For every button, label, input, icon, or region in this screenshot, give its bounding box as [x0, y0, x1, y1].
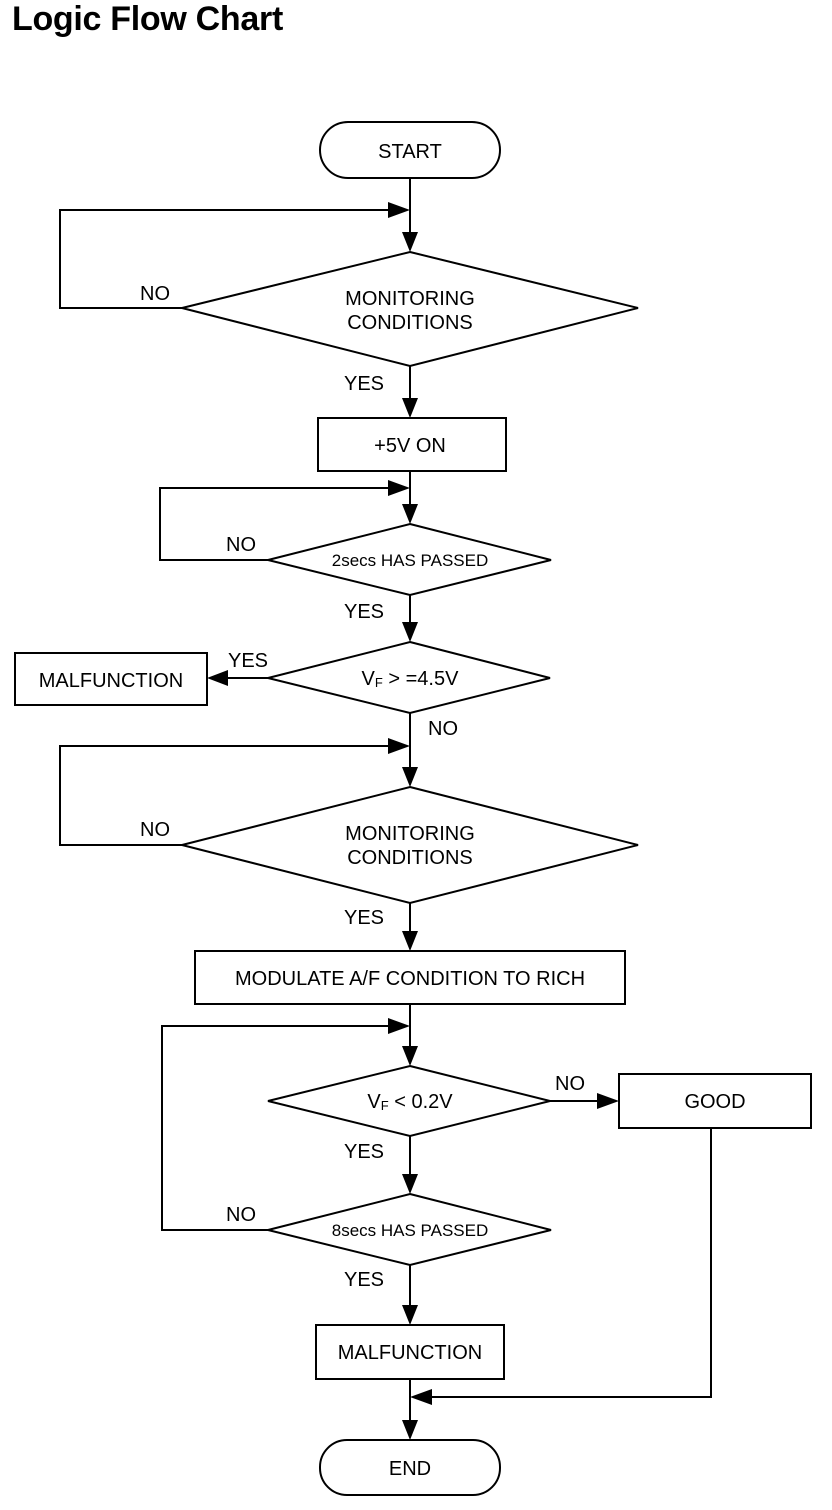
connector-8secs-no-loop [161, 1025, 390, 1231]
8secs-label: 8secs HAS PASSED [332, 1221, 489, 1240]
monitoring-2-line-2: CONDITIONS [347, 847, 473, 869]
connector-good-to-end [430, 1128, 712, 1398]
arrow-down-icon [402, 767, 418, 787]
arrow-left-icon [207, 670, 228, 686]
arrow-right-icon [388, 202, 410, 218]
edge-label-8secs-yes: YES [344, 1269, 384, 1291]
vf-lt-label: VF < 0.2V [367, 1091, 453, 1113]
edge-label-2secs-yes: YES [344, 601, 384, 623]
edge-label-monitoring-2-yes: YES [344, 907, 384, 929]
arrow-right-icon [597, 1093, 619, 1109]
arrow-down-icon [402, 931, 418, 951]
monitoring-1-line-1: MONITORING [345, 288, 475, 310]
vf-ge-4-5v-decision: VF > =4.5V [267, 640, 551, 715]
end-label: END [389, 1458, 431, 1480]
arrow-down-icon [402, 1305, 418, 1325]
monitoring-2-line-1: MONITORING [345, 823, 475, 845]
edge-label-vf-ge-yes: YES [228, 650, 268, 672]
arrow-right-icon [388, 480, 410, 496]
arrow-down-icon [402, 504, 418, 524]
connector-monitoring-2-no-loop [59, 745, 390, 846]
edge-label-monitoring-1-no: NO [140, 283, 170, 305]
arrow-right-icon [388, 1018, 410, 1034]
malfunction-1-label: MALFUNCTION [39, 670, 183, 692]
arrow-down-icon [402, 622, 418, 642]
5v-on-process: +5V ON [317, 417, 507, 472]
2secs-label: 2secs HAS PASSED [332, 551, 489, 570]
monitoring-conditions-decision-1: MONITORING CONDITIONS [181, 250, 639, 368]
good-label: GOOD [684, 1091, 745, 1113]
edge-label-monitoring-2-no: NO [140, 819, 170, 841]
edge-label-vf-ge-no: NO [428, 718, 458, 740]
edge-label-2secs-no: NO [226, 534, 256, 556]
page-title: Logic Flow Chart [12, 0, 283, 38]
modulate-af-process: MODULATE A/F CONDITION TO RICH [194, 950, 626, 1005]
vf-lt-0-2v-decision: VF < 0.2V [267, 1064, 551, 1138]
malfunction-2-label: MALFUNCTION [338, 1342, 482, 1364]
connector-2secs-no-loop [159, 487, 390, 561]
malfunction-process-1: MALFUNCTION [14, 652, 208, 706]
edge-label-8secs-no: NO [226, 1204, 256, 1226]
malfunction-process-2: MALFUNCTION [315, 1324, 505, 1380]
2secs-has-passed-decision: 2secs HAS PASSED [267, 522, 552, 597]
8secs-has-passed-decision: 8secs HAS PASSED [267, 1192, 552, 1267]
start-terminal: START [319, 121, 501, 179]
end-terminal: END [319, 1439, 501, 1496]
vf-ge-label: VF > =4.5V [362, 668, 460, 690]
arrow-down-icon [402, 1174, 418, 1194]
arrow-right-icon [388, 738, 410, 754]
arrow-down-icon [402, 398, 418, 418]
monitoring-1-line-2: CONDITIONS [347, 312, 473, 334]
start-label: START [378, 141, 442, 163]
connector-monitoring-1-no-loop [59, 209, 390, 309]
edge-label-monitoring-1-yes: YES [344, 373, 384, 395]
edge-label-vf-lt-yes: YES [344, 1141, 384, 1163]
arrow-down-icon [402, 1420, 418, 1440]
modulate-label: MODULATE A/F CONDITION TO RICH [235, 968, 585, 990]
monitoring-conditions-decision-2: MONITORING CONDITIONS [181, 785, 639, 905]
5v-on-label: +5V ON [374, 435, 446, 457]
arrow-down-icon [402, 232, 418, 252]
edge-label-vf-lt-no: NO [555, 1073, 585, 1095]
arrow-down-icon [402, 1046, 418, 1066]
good-process: GOOD [618, 1073, 812, 1129]
arrow-left-icon [410, 1389, 432, 1405]
